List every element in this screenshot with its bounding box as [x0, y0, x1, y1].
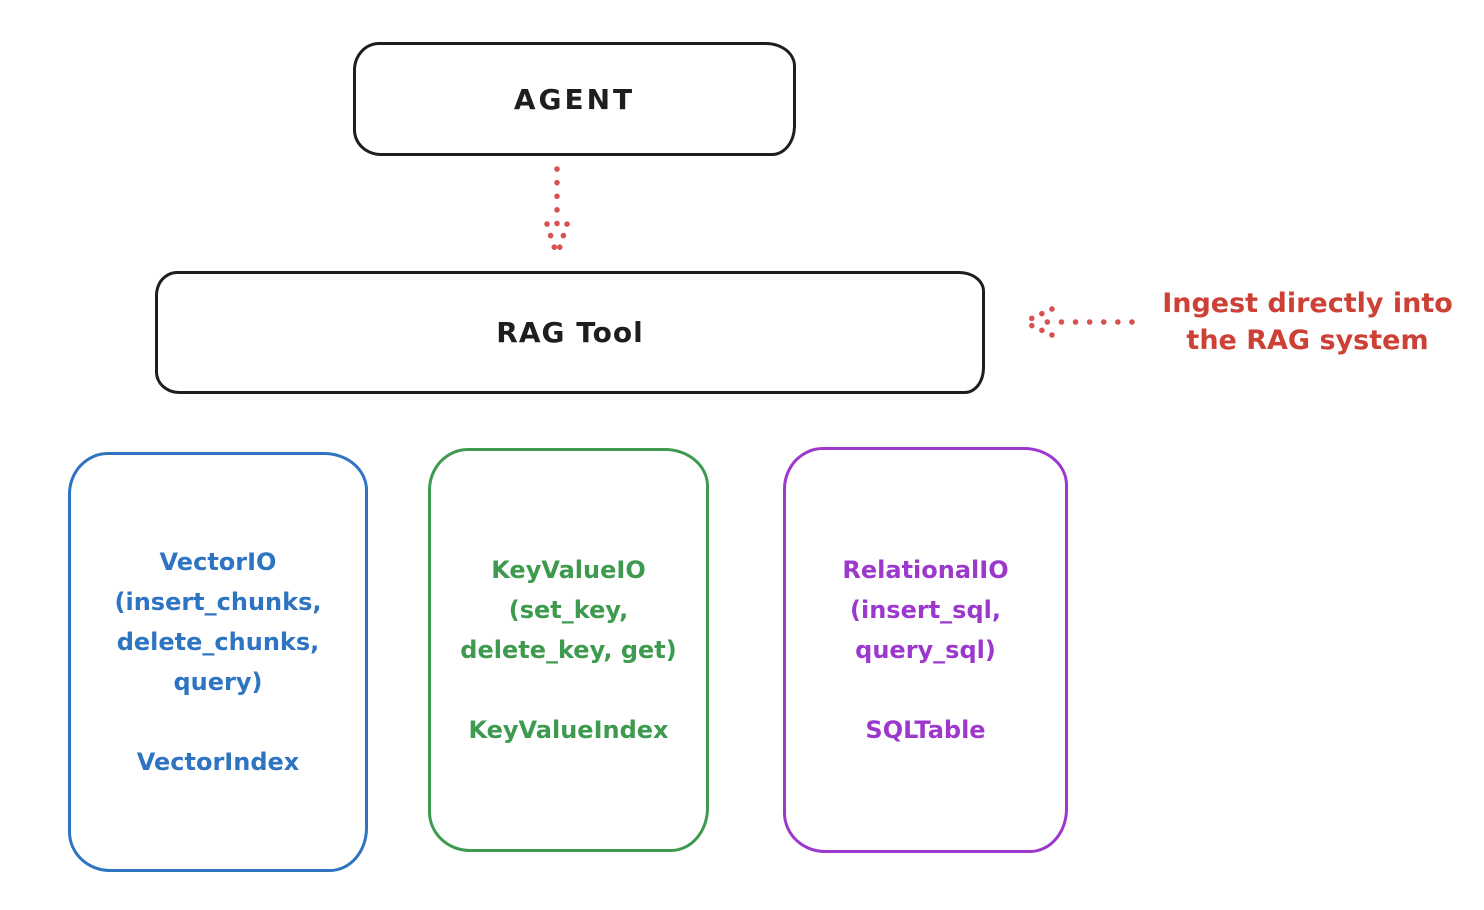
key-value-io-title: KeyValueIO	[491, 556, 646, 584]
relational-io-api-line: (insert_sql,	[850, 596, 1001, 624]
ingest-annotation-line1: Ingest directly into	[1162, 288, 1453, 319]
vector-io-title: VectorIO	[159, 548, 277, 576]
rag-tool-node: RAG Tool	[155, 271, 985, 394]
vector-io-card: VectorIO (insert_chunks, delete_chunks, …	[68, 452, 368, 872]
agent-label: AGENT	[513, 82, 636, 116]
arrow-down-icon	[544, 166, 570, 259]
ingest-annotation: Ingest directly into the RAG system	[1140, 285, 1475, 359]
relational-io-card: RelationalIO (insert_sql, query_sql) SQL…	[783, 447, 1068, 853]
vector-io-api-line: query)	[173, 668, 263, 696]
vector-io-api-line: delete_chunks,	[116, 628, 320, 656]
rag-tool-label: RAG Tool	[496, 316, 644, 349]
relational-io-api-line: query_sql)	[855, 636, 996, 664]
key-value-index-label: KeyValueIndex	[468, 716, 669, 744]
agent-node: AGENT	[353, 42, 796, 156]
relational-io-title: RelationalIO	[842, 556, 1009, 584]
key-value-io-card: KeyValueIO (set_key, delete_key, get) Ke…	[428, 448, 709, 852]
key-value-io-api-line: delete_key, get)	[460, 636, 677, 664]
vector-io-api-line: (insert_chunks,	[114, 588, 322, 616]
vector-index-label: VectorIndex	[136, 748, 300, 776]
sql-table-label: SQLTable	[865, 716, 986, 744]
arrow-left-icon	[1021, 306, 1135, 338]
ingest-annotation-line2: the RAG system	[1186, 325, 1429, 356]
key-value-io-api-line: (set_key,	[508, 596, 629, 624]
